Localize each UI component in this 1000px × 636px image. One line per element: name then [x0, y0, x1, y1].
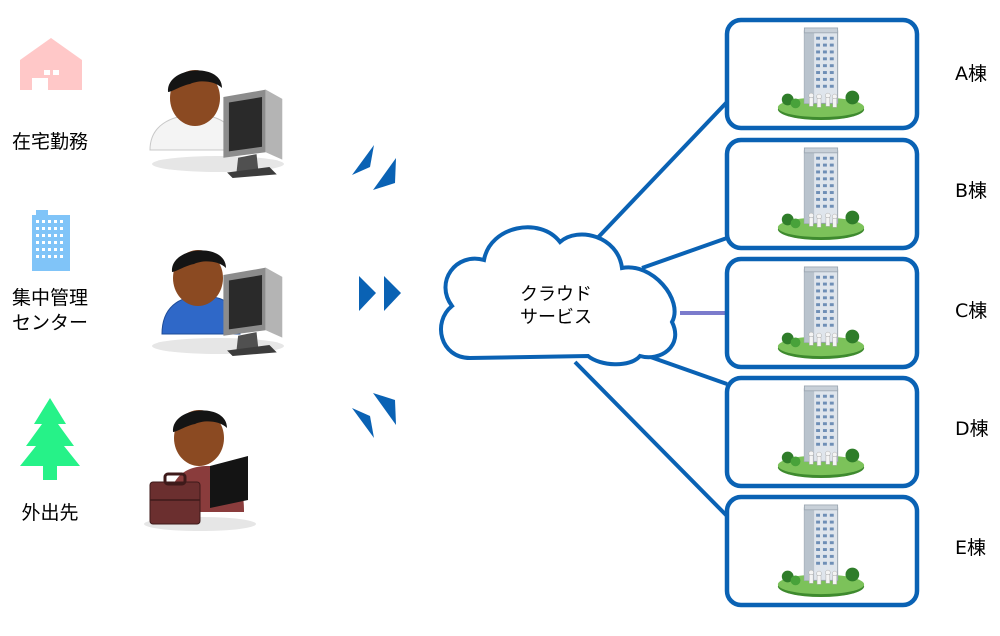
worker-at-computer-icon: [152, 250, 284, 356]
cloud-icon: [439, 225, 678, 367]
house-icon: [20, 38, 82, 90]
building-label-d: D棟: [955, 418, 989, 440]
building-box-d: [724, 375, 920, 489]
worker-with-briefcase-icon: [144, 410, 256, 531]
building-label-e: E棟: [955, 537, 986, 559]
link-b: [641, 236, 728, 270]
signal-arrows: [352, 145, 401, 438]
building-label-b: B棟: [955, 180, 987, 202]
signal-arrow-icon: [352, 145, 374, 175]
building-box-a: [724, 17, 920, 131]
cloud-label-line2: サービス: [520, 307, 592, 328]
location-label-home: 在宅勤務: [12, 131, 88, 153]
office-building-icon: [32, 210, 70, 271]
location-label-outside: 外出先: [21, 502, 78, 524]
location-label-center-line2: センター: [12, 312, 88, 334]
building-label-a: A棟: [955, 63, 987, 85]
signal-arrow-icon: [359, 276, 376, 311]
tree-icon: [20, 398, 80, 480]
link-d: [641, 352, 728, 386]
signal-arrow-icon: [373, 158, 396, 190]
building-box-e: [724, 494, 920, 608]
cloud-label-line1: クラウド: [520, 284, 592, 305]
building-box-b: [724, 137, 920, 251]
signal-arrow-icon: [352, 408, 374, 438]
worker-at-computer-icon: [149, 70, 284, 178]
building-box-c: [724, 256, 920, 370]
location-label-center-line1: 集中管理: [12, 287, 88, 309]
network-links: [573, 100, 729, 518]
building-label-c: C棟: [955, 300, 987, 322]
link-a: [586, 100, 729, 250]
signal-arrow-icon: [384, 276, 401, 311]
link-e: [573, 360, 729, 518]
signal-arrow-icon: [373, 393, 396, 425]
